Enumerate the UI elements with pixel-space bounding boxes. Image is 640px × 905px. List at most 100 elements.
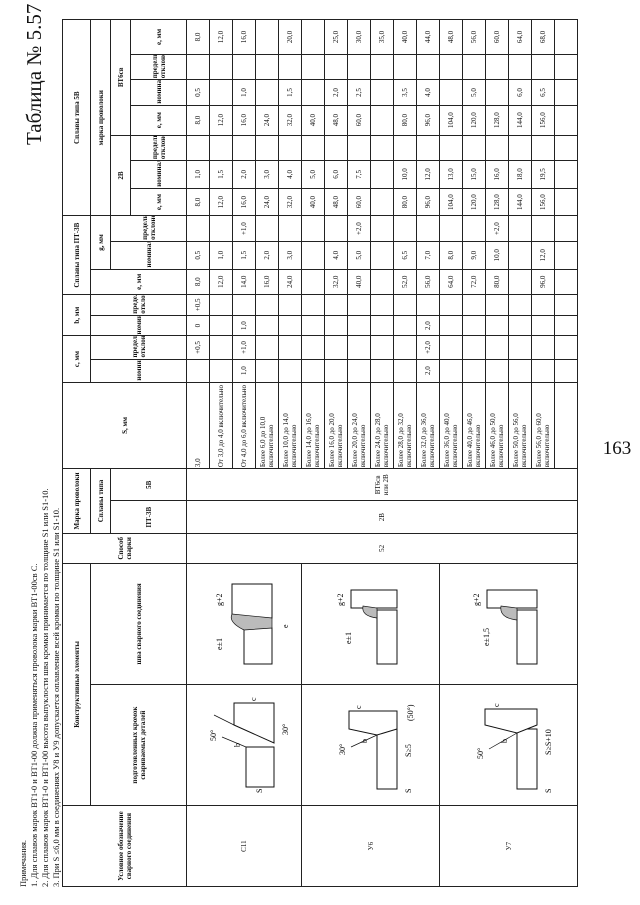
row-4-e3: 32,0	[278, 105, 302, 136]
header-g2-dev: предельное отклонение	[130, 135, 187, 161]
row-5-e2: 40,0	[301, 188, 325, 216]
row-16-g2-dev	[554, 135, 578, 161]
row-6-g1-nom: 4,0	[324, 241, 348, 270]
row-5-g1-dev	[301, 215, 325, 242]
row-10-g2-dev	[416, 135, 440, 161]
row-11-e1: 64,0	[439, 269, 463, 295]
row-2-g2-nom: 2,0	[232, 160, 256, 189]
row-15-c-nom	[531, 359, 555, 383]
label-s: S	[255, 789, 264, 793]
row-7-b-nom	[347, 315, 371, 336]
row-13-g2-nom: 16,0	[485, 160, 509, 189]
row-5-c-dev	[301, 335, 325, 360]
row-10-c-nom: 2,0	[416, 359, 440, 383]
row-1-c-nom	[209, 359, 233, 383]
row-6-g2-dev	[324, 135, 348, 161]
row-15-e3: 156,0	[531, 105, 555, 136]
row-2-g1-nom: 1,5	[232, 241, 256, 270]
note-1: 1. Для сплавов марок ВТ1-0 и ВТ1-00 долж…	[29, 563, 39, 887]
row-5-e3: 40,0	[301, 105, 325, 136]
header-alloys-5v: Сплавы типа 5В	[62, 19, 91, 216]
header-edges: подготовленных кромок свариваемых детале…	[90, 684, 187, 806]
row-10-g3-dev	[416, 54, 440, 80]
row-6-g3-nom: 2,0	[324, 79, 348, 106]
row-4-g2-dev	[278, 135, 302, 161]
row-2-s: От 4,0 до 6,0 включительно	[232, 382, 256, 469]
row-3-e3: 24,0	[255, 105, 279, 136]
row-7-c-nom	[347, 359, 371, 383]
label-s: S	[544, 789, 553, 793]
row-7-g2-dev	[347, 135, 371, 161]
row-12-e2: 120,0	[462, 188, 486, 216]
row-16-g3-dev	[554, 54, 578, 80]
header-b-dev: предельное отклонение	[90, 294, 187, 316]
row-9-g2-dev	[393, 135, 417, 161]
row-16-e1	[554, 269, 578, 295]
row-15-s: Более 56,0 до 60,0 включительно	[531, 382, 555, 469]
row-5-s: Более 14,0 до 16,0 включительно	[301, 382, 325, 469]
row-14-g2-dev	[508, 135, 532, 161]
row-9-c-nom	[393, 359, 417, 383]
row-7-g1-dev: +2,0	[347, 215, 371, 242]
row-14-e4: 64,0	[508, 19, 532, 55]
row-7-g2-nom: 7,5	[347, 160, 371, 189]
header-s: S, мм	[62, 382, 187, 469]
row-6-e4: 25,0	[324, 19, 348, 55]
row-4-g1-dev	[278, 215, 302, 242]
row-5-g2-nom: 5,0	[301, 160, 325, 189]
row-6-b-nom	[324, 315, 348, 336]
header-e2: е, мм	[130, 188, 187, 216]
row-1-g3-nom	[209, 79, 233, 106]
row-4-b-dev	[278, 294, 302, 316]
row-11-g1-nom: 8,0	[439, 241, 463, 270]
notes-title: Примечания.	[18, 839, 28, 887]
row-16-g1-dev	[554, 215, 578, 242]
row-14-e2: 144,0	[508, 188, 532, 216]
row-5-e4	[301, 19, 325, 55]
row-13-b-nom	[485, 315, 509, 336]
row-10-g2-nom: 12,0	[416, 160, 440, 189]
row-0-e2: 8,0	[186, 188, 210, 216]
wire-5v-value: ВТ6св или 2В	[186, 468, 578, 501]
header-5v: 5В	[110, 468, 187, 501]
label-g: g+2	[336, 593, 345, 606]
row-3-g3-dev	[255, 54, 279, 80]
row-13-g1-nom: 10,0	[485, 241, 509, 270]
row-12-b-dev	[462, 294, 486, 316]
header-wire-brand-lower: марка проволоки	[90, 19, 111, 216]
row-12-g2-dev	[462, 135, 486, 161]
row-16-g3-nom	[554, 79, 578, 106]
row-12-b-nom	[462, 315, 486, 336]
header-b-nom: номинальное	[90, 315, 187, 336]
row-3-b-nom	[255, 315, 279, 336]
row-4-g3-dev	[278, 54, 302, 80]
row-8-e4: 35,0	[370, 19, 394, 55]
row-14-g2-nom: 18,0	[508, 160, 532, 189]
row-15-b-nom	[531, 315, 555, 336]
row-0-g1-dev	[186, 215, 210, 242]
row-16-g1-nom	[554, 241, 578, 270]
row-0-e1: 8,0	[186, 269, 210, 295]
row-0-g2-nom: 1,0	[186, 160, 210, 189]
label-angle2: (50°)	[406, 704, 415, 721]
row-16-e2	[554, 188, 578, 216]
row-15-g2-dev	[531, 135, 555, 161]
row-9-b-dev	[393, 294, 417, 316]
row-5-c-nom	[301, 359, 325, 383]
header-seam: шва сварного соединения	[90, 563, 187, 685]
row-12-g3-nom: 5,0	[462, 79, 486, 106]
row-1-b-dev	[209, 294, 233, 316]
row-15-e4: 68,0	[531, 19, 555, 55]
row-1-g1-dev	[209, 215, 233, 242]
row-15-g1-nom: 12,0	[531, 241, 555, 270]
label-b: b	[360, 739, 369, 743]
row-12-c-nom	[462, 359, 486, 383]
row-8-g2-dev	[370, 135, 394, 161]
row-0-b-nom: 0	[186, 315, 210, 336]
row-13-e1: 80,0	[485, 269, 509, 295]
row-1-e2: 12,0	[209, 188, 233, 216]
row-16-b-dev	[554, 294, 578, 316]
label-angle2: 30°	[281, 724, 290, 735]
header-wire-brand: Марка проволоки	[62, 468, 91, 534]
header-g3-nom: номинальное	[130, 79, 187, 106]
